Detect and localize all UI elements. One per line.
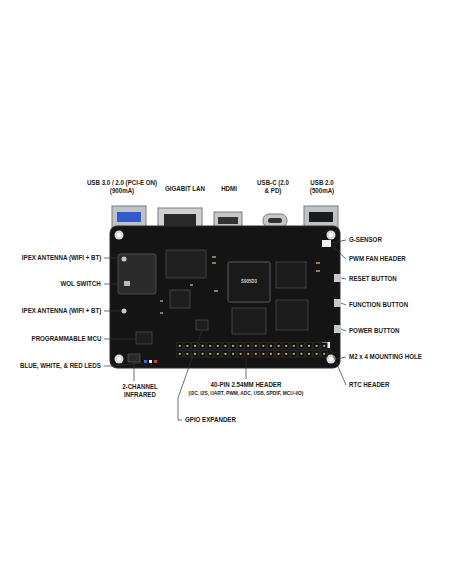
pin-function-list: (I2C, I2S, UART, PWM, ADC, USB, SPDIF, M… bbox=[189, 390, 304, 396]
usbc-opening bbox=[268, 218, 282, 223]
callout-label: FUNCTION BUTTON bbox=[349, 301, 408, 309]
port-label: USB-C (2.0 & PD) bbox=[255, 179, 290, 195]
callout-label: IPEX ANTENNA (WIFI + BT) bbox=[22, 254, 101, 262]
pcb bbox=[110, 226, 340, 368]
callout-label: BLUE, WHITE, & RED LEDS bbox=[20, 362, 101, 370]
port-label: GIGABIT LAN bbox=[165, 185, 205, 193]
hdmi-opening bbox=[218, 217, 238, 224]
ir-receiver bbox=[128, 354, 140, 362]
wol-switch bbox=[124, 281, 130, 286]
ipex-connector bbox=[122, 257, 127, 262]
callout-label: M2 x 4 MOUNTING HOLE bbox=[349, 353, 422, 361]
callout-label: POWER BUTTON bbox=[349, 327, 400, 335]
power-button bbox=[334, 325, 341, 333]
small-components bbox=[160, 256, 320, 314]
usb3-tongue bbox=[117, 212, 141, 222]
gpio-expander-chip bbox=[196, 320, 208, 330]
usbc-port bbox=[263, 214, 287, 227]
reset-button bbox=[334, 274, 341, 282]
ram-chip bbox=[232, 308, 266, 334]
port-label: HDMI bbox=[221, 185, 237, 193]
callout-label: PWM FAN HEADER bbox=[349, 255, 406, 263]
emmc-chip bbox=[166, 250, 206, 278]
callout-label: G-SENSOR bbox=[349, 236, 382, 244]
leader-lines bbox=[104, 240, 346, 420]
callout-label: RTC HEADER bbox=[349, 381, 389, 389]
callout-label: IPEX ANTENNA (WIFI + BT) bbox=[22, 307, 101, 315]
soc-chip bbox=[228, 262, 270, 302]
fan-header bbox=[322, 240, 331, 247]
chip-marking: S905D3 bbox=[241, 279, 257, 285]
leds bbox=[144, 360, 157, 363]
pmic-chip bbox=[170, 290, 190, 308]
gpio-header bbox=[176, 342, 328, 358]
mcu-chip bbox=[136, 332, 152, 344]
ram-chip bbox=[276, 300, 308, 330]
callout-label: WOL SWITCH bbox=[61, 280, 101, 288]
wifi-module bbox=[118, 254, 156, 294]
callout-label: 40-PIN 2.54MM HEADER bbox=[211, 381, 282, 389]
usb2-tongue bbox=[309, 212, 333, 222]
callout-label: RESET BUTTON bbox=[349, 275, 397, 283]
callout-label: PROGRAMMABLE MCU bbox=[31, 335, 101, 343]
ipex-connector bbox=[122, 309, 127, 314]
function-button bbox=[334, 299, 341, 307]
callout-label: GPIO EXPANDER bbox=[185, 416, 236, 424]
port-label: USB 2.0 (500mA) bbox=[308, 179, 336, 195]
port-label: USB 3.0 / 2.0 (PCI-E ON) (900mA) bbox=[85, 179, 159, 195]
ram-chip bbox=[276, 262, 306, 288]
callout-label: 2-CHANNEL INFRARED bbox=[120, 383, 160, 399]
mounting-holes bbox=[115, 231, 336, 364]
